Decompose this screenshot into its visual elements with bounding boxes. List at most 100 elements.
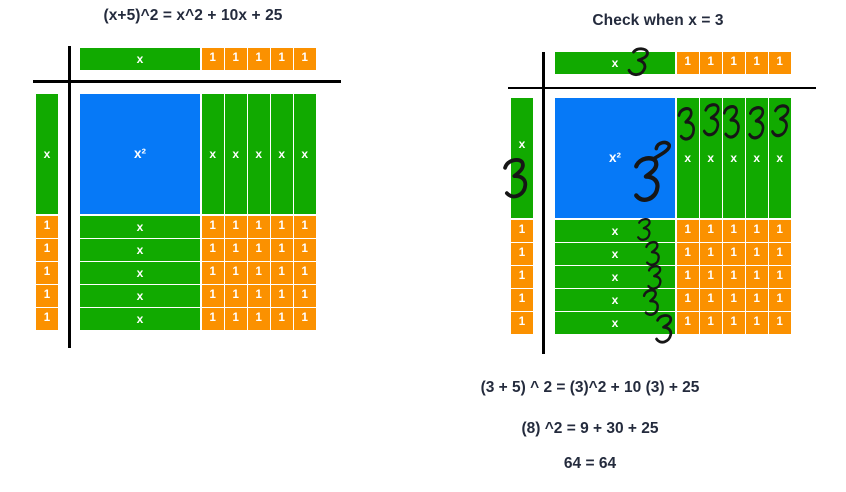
unit-tile: 1 (248, 216, 270, 238)
top-header-unit-tile: 1 (677, 52, 699, 74)
unit-tile: 1 (769, 312, 791, 334)
unit-tile: 1 (677, 312, 699, 334)
tile-label: 1 (707, 316, 714, 328)
tile-label: x (611, 223, 619, 238)
left-header-unit-tile: 1 (36, 262, 58, 284)
left-header-unit-tile: 1 (511, 220, 533, 242)
tile-label: x (730, 151, 738, 165)
equation-line-3: 64 = 64 (563, 455, 617, 472)
handwritten-3 (747, 105, 766, 140)
top-header-x-tile: x (555, 52, 675, 74)
unit-tile: 1 (769, 243, 791, 265)
tile-label: 1 (301, 243, 308, 255)
unit-tile: 1 (271, 239, 293, 261)
tile-label: x (301, 147, 309, 161)
unit-tile: 1 (769, 266, 791, 288)
unit-tile: 1 (294, 262, 316, 284)
equation-line-1: (3 + 5) ^ 2 = (3)^2 + 10 (3) + 25 (480, 379, 700, 396)
tile-label: 1 (255, 220, 262, 232)
tile-label: x (684, 151, 692, 165)
left-header-unit-tile: 1 (36, 239, 58, 261)
column-x-tile: x (294, 94, 316, 214)
tile-label: 1 (255, 266, 262, 278)
tile-label: x (43, 147, 51, 161)
column-x-tile: x (271, 94, 293, 214)
unit-tile: 1 (677, 243, 699, 265)
tile-label: 1 (301, 312, 308, 324)
tile-label: x (136, 242, 144, 257)
unit-tile: 1 (271, 285, 293, 307)
tile-label: 1 (255, 52, 262, 65)
unit-tile: 1 (769, 289, 791, 311)
row-x-tile: x (555, 266, 675, 288)
left-header-unit-tile: 1 (511, 266, 533, 288)
top-header-unit-tile: 1 (769, 52, 791, 74)
left-header-unit-tile: 1 (36, 308, 58, 330)
tile-label: x (136, 288, 144, 303)
unit-tile: 1 (248, 308, 270, 330)
top-header-unit-tile: 1 (294, 48, 316, 70)
row-x-tile: x (555, 312, 675, 334)
top-header-unit-tile: 1 (723, 52, 745, 74)
tile-label: 1 (776, 293, 783, 305)
tile-label: 1 (518, 270, 526, 282)
left-header-unit-tile: 1 (511, 289, 533, 311)
handwritten-3 (644, 240, 661, 267)
row-x-tile: x (80, 239, 200, 261)
tile-label: 1 (753, 270, 760, 282)
row-x-tile: x (80, 308, 200, 330)
unit-tile: 1 (202, 262, 224, 284)
unit-tile: 1 (271, 308, 293, 330)
unit-tile: 1 (677, 266, 699, 288)
unit-tile: 1 (723, 312, 745, 334)
unit-tile: 1 (271, 216, 293, 238)
tile-label: 1 (730, 247, 737, 259)
tile-label: x (518, 137, 526, 151)
tile-label: x (278, 147, 286, 161)
x-squared-label: x² (608, 150, 621, 166)
tile-label: 1 (232, 220, 239, 232)
tile-label: 1 (43, 243, 51, 255)
tile-label: 1 (776, 270, 783, 282)
tile-label: 1 (232, 52, 239, 65)
tile-label: 1 (707, 56, 714, 69)
tile-label: 1 (278, 266, 285, 278)
tile-label: 1 (518, 316, 526, 328)
tile-label: 1 (209, 52, 216, 65)
unit-tile: 1 (746, 312, 768, 334)
top-header-unit-tile: 1 (271, 48, 293, 70)
tile-label: 1 (278, 312, 285, 324)
tile-label: 1 (707, 224, 714, 236)
tile-label: x (136, 219, 144, 234)
row-x-tile: x (555, 243, 675, 265)
unit-tile: 1 (248, 285, 270, 307)
tile-label: x (707, 151, 715, 165)
tile-label: 1 (707, 293, 714, 305)
unit-tile: 1 (294, 216, 316, 238)
tile-label: 1 (684, 316, 691, 328)
unit-tile: 1 (294, 285, 316, 307)
tile-label: x (255, 147, 263, 161)
tile-label: x (136, 311, 144, 326)
unit-tile: 1 (294, 308, 316, 330)
frame-vertical-line (542, 52, 545, 354)
tile-label: 1 (232, 266, 239, 278)
tile-label: x (611, 269, 619, 284)
unit-tile: 1 (723, 289, 745, 311)
unit-tile: 1 (700, 266, 722, 288)
handwritten-3 (676, 106, 697, 142)
left-header-x-tile: x (36, 94, 58, 214)
tile-label: 1 (707, 247, 714, 259)
tile-label: x (611, 246, 619, 261)
unit-tile: 1 (202, 239, 224, 261)
top-header-unit-tile: 1 (700, 52, 722, 74)
tile-label: 1 (255, 289, 262, 301)
tile-label: 1 (518, 247, 526, 259)
unit-tile: 1 (225, 262, 247, 284)
tile-label: 1 (43, 266, 51, 278)
unit-tile: 1 (248, 262, 270, 284)
tile-label: 1 (278, 289, 285, 301)
top-header-unit-tile: 1 (248, 48, 270, 70)
left-header-unit-tile: 1 (36, 285, 58, 307)
